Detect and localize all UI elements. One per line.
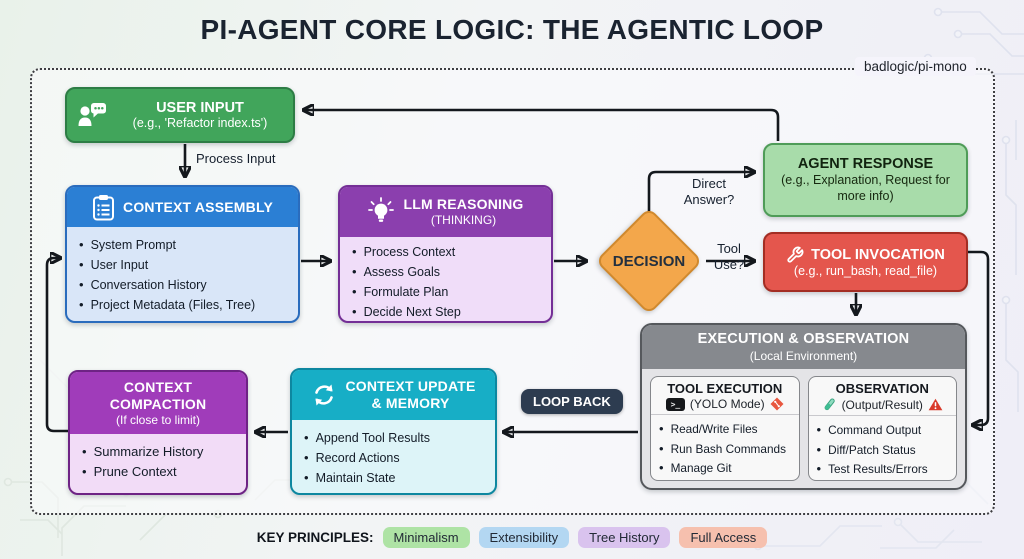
- principle-pill-full-access: Full Access: [679, 527, 768, 548]
- list-item: Diff/Patch Status: [817, 440, 951, 460]
- user-chat-icon: [77, 102, 109, 129]
- llm-reasoning-list: Process Context Assess Goals Formulate P…: [340, 237, 551, 321]
- context-compaction-list: Summarize History Prune Context: [70, 434, 246, 490]
- edge-label-tool-use: Tool Use?: [713, 241, 745, 273]
- subbox-tool-execution: TOOL EXECUTION >_ (YOLO Mode) Read/Write…: [650, 376, 800, 481]
- llm-reasoning-subtitle: (THINKING): [430, 213, 497, 228]
- context-compaction-title: CONTEXT COMPACTION: [109, 379, 207, 412]
- tool-execution-list: Read/Write Files Run Bash Commands Manag…: [651, 415, 799, 480]
- edge-label-process-input: Process Input: [196, 151, 276, 166]
- list-item: Assess Goals: [352, 262, 541, 282]
- list-item: Record Actions: [304, 448, 485, 468]
- list-item: User Input: [79, 255, 288, 275]
- test-tube-icon: [822, 397, 837, 412]
- list-item: Project Metadata (Files, Tree): [79, 295, 288, 315]
- warning-icon: [928, 398, 943, 411]
- terminal-icon: >_: [665, 397, 685, 411]
- user-input-title: USER INPUT: [156, 100, 244, 116]
- node-context-compaction: CONTEXT COMPACTION (If close to limit) S…: [68, 370, 248, 495]
- refresh-icon: [311, 382, 337, 408]
- node-tool-invocation: TOOL INVOCATION (e.g., run_bash, read_fi…: [763, 232, 968, 292]
- node-decision: DECISION: [593, 207, 705, 315]
- list-item: Summarize History: [82, 442, 236, 462]
- wrench-icon: [786, 246, 804, 264]
- clipboard-icon: [92, 194, 115, 221]
- list-item: System Prompt: [79, 235, 288, 255]
- list-item: Read/Write Files: [659, 419, 793, 439]
- tool-execution-mode: (YOLO Mode): [689, 397, 765, 411]
- node-agent-response: AGENT RESPONSE (e.g., Explanation, Reque…: [763, 143, 968, 217]
- principle-pill-minimalism: Minimalism: [382, 527, 470, 548]
- principle-pill-extensibility: Extensibility: [478, 527, 570, 548]
- git-icon: [770, 397, 784, 411]
- context-update-list: Append Tool Results Record Actions Maint…: [292, 420, 495, 493]
- list-item: Formulate Plan: [352, 282, 541, 302]
- node-execution-observation: EXECUTION & OBSERVATION (Local Environme…: [640, 323, 967, 490]
- execution-subtitle: (Local Environment): [749, 348, 858, 363]
- list-item: Test Results/Errors: [817, 459, 951, 479]
- node-context-update-memory: CONTEXT UPDATE & MEMORY Append Tool Resu…: [290, 368, 497, 495]
- repo-label: badlogic/pi-mono: [855, 57, 976, 76]
- list-item: Append Tool Results: [304, 428, 485, 448]
- context-assembly-title: CONTEXT ASSEMBLY: [123, 199, 273, 215]
- key-principles-legend: KEY PRINCIPLES: Minimalism Extensibility…: [0, 527, 1024, 548]
- context-assembly-list: System Prompt User Input Conversation Hi…: [67, 227, 298, 321]
- list-item: Process Context: [352, 242, 541, 262]
- list-item: Run Bash Commands: [659, 439, 793, 459]
- decision-label: DECISION: [612, 252, 686, 270]
- llm-reasoning-title: LLM REASONING: [403, 196, 524, 213]
- list-item: Command Output: [817, 420, 951, 440]
- edge-label-direct-answer: Direct Answer?: [683, 176, 735, 208]
- observation-title: OBSERVATION: [835, 381, 929, 396]
- list-item: Decide Next Step: [352, 302, 541, 321]
- context-update-title-line1: CONTEXT UPDATE: [345, 378, 476, 395]
- user-input-subtitle: (e.g., 'Refactor index.ts'): [132, 116, 268, 130]
- loop-back-badge: LOOP BACK: [521, 389, 623, 414]
- lightbulb-icon: [367, 197, 395, 227]
- list-item: Prune Context: [82, 462, 236, 482]
- tool-invocation-subtitle: (e.g., run_bash, read_file): [793, 264, 938, 278]
- tool-invocation-title: TOOL INVOCATION: [811, 247, 945, 263]
- observation-list: Command Output Diff/Patch Status Test Re…: [809, 416, 957, 480]
- agent-response-title: AGENT RESPONSE: [797, 155, 934, 172]
- context-compaction-subtitle: (If close to limit): [115, 412, 200, 427]
- context-update-title-line2: & MEMORY: [371, 395, 450, 411]
- list-item: Maintain State: [304, 468, 485, 488]
- agent-response-subtitle: (e.g., Explanation, Request for more inf…: [781, 172, 950, 203]
- key-principles-label: KEY PRINCIPLES:: [256, 530, 374, 545]
- list-item: Manage Git: [659, 458, 793, 478]
- list-item: Conversation History: [79, 275, 288, 295]
- node-llm-reasoning: LLM REASONING (THINKING) Process Context…: [338, 185, 553, 323]
- tool-execution-title: TOOL EXECUTION: [667, 381, 783, 396]
- page-title: PI-AGENT CORE LOGIC: THE AGENTIC LOOP: [200, 14, 824, 45]
- observation-mode: (Output/Result): [841, 397, 923, 412]
- node-context-assembly: CONTEXT ASSEMBLY System Prompt User Inpu…: [65, 185, 300, 323]
- execution-title: EXECUTION & OBSERVATION: [697, 331, 910, 348]
- node-user-input: USER INPUT (e.g., 'Refactor index.ts'): [65, 87, 295, 143]
- principle-pill-tree-history: Tree History: [578, 527, 671, 548]
- subbox-observation: OBSERVATION (Output/Result): [807, 376, 957, 481]
